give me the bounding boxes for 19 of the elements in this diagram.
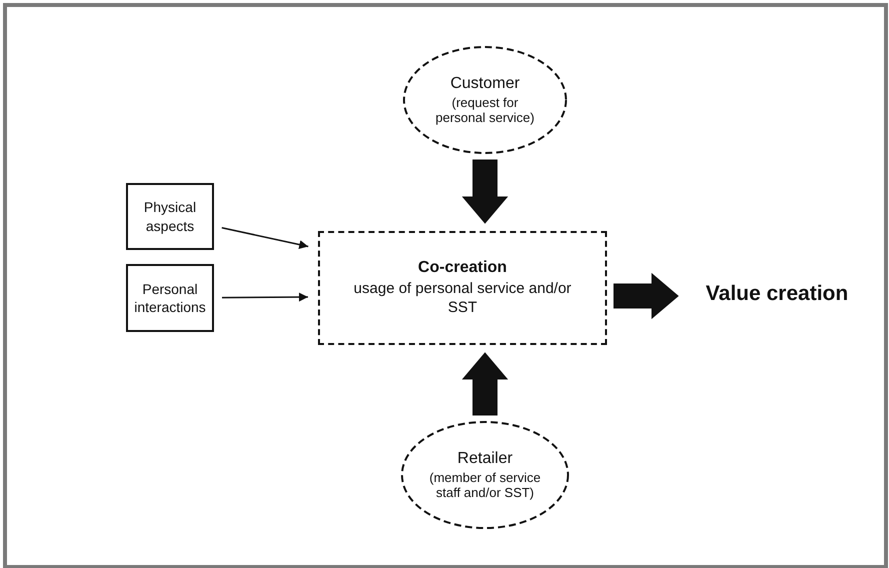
node-description: usage of personal service and/or SST: [352, 278, 572, 318]
node-label: Customer: [450, 74, 520, 94]
block-arrow: [614, 272, 679, 320]
block-arrow: [462, 160, 508, 224]
node-description: (member of service staff and/or SST): [428, 470, 542, 501]
node-label: Value creation: [706, 281, 848, 308]
dashed-ellipse: [402, 45, 568, 155]
process-box: [126, 264, 214, 332]
arrow: [222, 292, 308, 302]
dashed-process-box: [318, 231, 607, 345]
node-label: Retailer: [457, 449, 513, 469]
node-description: (request for personal service): [434, 94, 536, 126]
process-box: [126, 183, 214, 250]
node-label: Physical aspects: [142, 198, 198, 235]
arrow: [222, 227, 308, 249]
node-heading: Co-creation: [418, 258, 507, 278]
block-arrow: [462, 352, 508, 416]
dashed-ellipse: [400, 420, 570, 530]
node-label: Personal interactions: [133, 280, 207, 316]
